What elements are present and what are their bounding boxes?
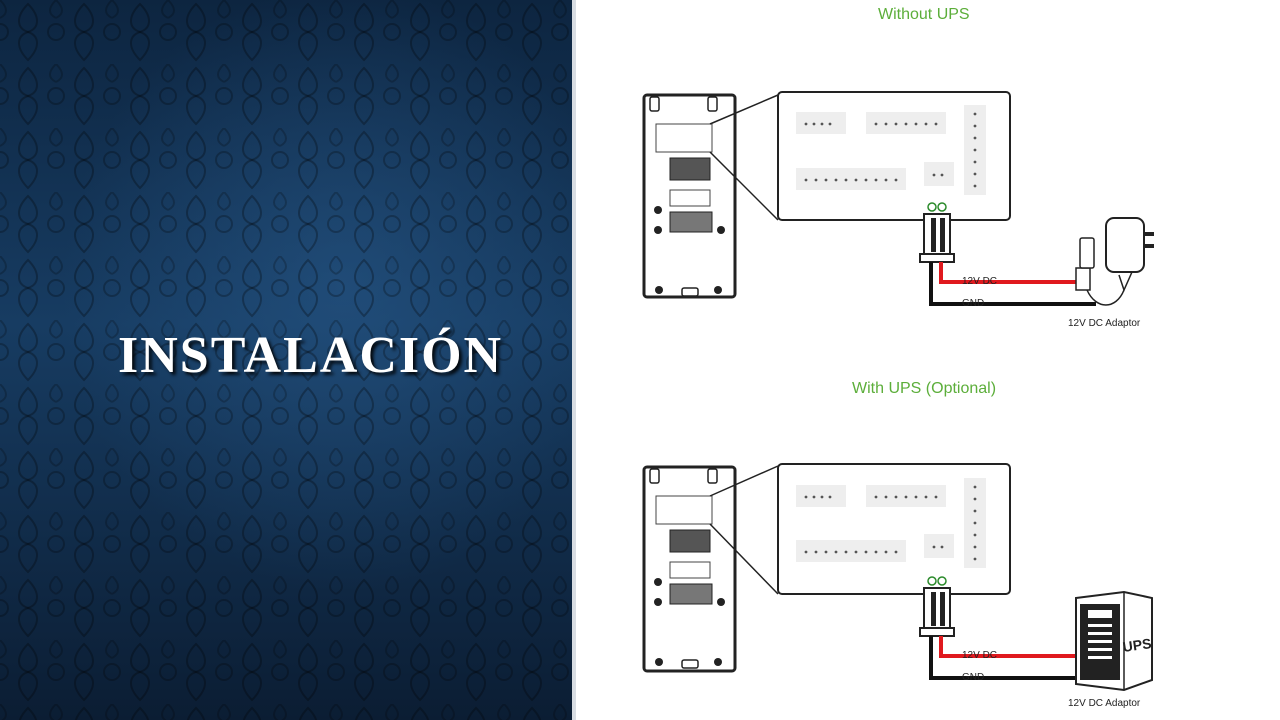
with-ups-diagram: UPS bbox=[642, 463, 1153, 692]
ups-text: UPS bbox=[1122, 635, 1153, 655]
panel-divider bbox=[572, 0, 576, 720]
gnd-label-top: GND bbox=[962, 298, 985, 309]
with-ups-heading: With UPS (Optional) bbox=[852, 380, 997, 397]
slide-title: INSTALACIÓN bbox=[118, 327, 504, 384]
title-panel: INSTALACIÓN bbox=[0, 0, 572, 720]
terminal-board-2 bbox=[777, 463, 1011, 595]
adaptor-label-top: 12V DC Adaptor bbox=[1068, 318, 1141, 329]
power-connector bbox=[919, 202, 955, 263]
wiring-diagram: Without UPS With UPS (Optional) bbox=[576, 0, 1280, 720]
device-back-panel bbox=[642, 93, 737, 299]
device-back-panel-2 bbox=[642, 465, 737, 673]
power-connector-2 bbox=[919, 576, 955, 637]
dc-label-bottom: 12V DC bbox=[962, 650, 998, 661]
ups-unit-icon: UPS bbox=[1075, 590, 1153, 692]
without-ups-diagram bbox=[642, 91, 1154, 306]
adaptor-label-bottom: 12V DC Adaptor bbox=[1068, 698, 1141, 709]
diagram-graphics: UPS bbox=[642, 91, 1154, 692]
without-ups-heading: Without UPS bbox=[878, 6, 970, 23]
terminal-board bbox=[777, 91, 1011, 221]
dc-adaptor-icon bbox=[1075, 217, 1154, 306]
dc-label-top: 12V DC bbox=[962, 276, 998, 287]
gnd-label-bottom: GND bbox=[962, 672, 985, 683]
damask-pattern bbox=[0, 0, 572, 720]
